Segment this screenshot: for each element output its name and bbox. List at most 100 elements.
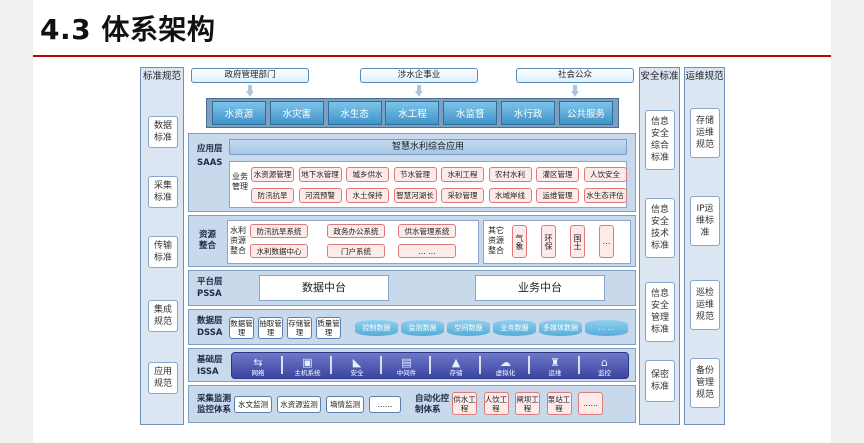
layer-label: 基础层 [197,355,223,365]
auto-control-item: …… [578,392,603,415]
data-center-box: 数据中台 [259,275,389,301]
ops-header: 运维规范 [685,71,724,82]
middleware-icon: ▤ [401,356,412,369]
app-module: 节水管理 [393,167,437,182]
app-module: 水土保持 [346,188,389,203]
app-module: 城乡供水 [346,167,389,182]
domain-item: 水资源 [211,101,266,125]
separator [429,356,431,374]
standards-header: 标准规范 [142,71,181,82]
security-icon: ◣ [352,356,362,369]
standards-column: 标准规范 数据标准 采集标准 传输标准 集成规范 应用规范 [140,67,184,425]
infra-label: 监控 [598,369,611,377]
layer-label: PSSA [197,289,222,299]
app-module: 河流预警 [298,188,342,203]
app-module: 农村水利 [488,167,532,182]
app-module: 水生态评估 [583,188,627,203]
page-title: 4.3 体系架构 [40,13,216,46]
security-item: 信息安全综合标准 [645,110,675,170]
platform-layer: 平台层 PSSA 数据中台 业务中台 [188,270,636,306]
standard-item: 传输标准 [148,236,178,268]
app-module: 智慧河湖长 [393,188,437,203]
ops-icon: ♜ [550,356,560,369]
org-enterprise: 涉水企事业 [360,68,478,83]
ops-item: 巡检运维规范 [690,280,720,330]
infra-label: 中间件 [396,369,417,377]
layer-label: 平台层 [197,277,223,287]
standard-item: 应用规范 [148,362,178,394]
auto-control-item: 泵站工程 [546,392,572,415]
monitor-item: 水文监测 [234,396,272,413]
infra-label: 存储 [449,369,463,377]
resource-system: … … [398,244,456,258]
other-resource-item: 国土 [570,225,585,258]
domain-item: 水工程 [385,101,440,125]
ops-column: 运维规范 存储运维规范 IP运维标准 巡检运维规范 备份管理规范 [684,67,725,425]
security-item: 信息安全管理标准 [645,282,675,342]
arrow-down-icon [415,85,423,97]
separator [528,356,530,374]
infra-item: ▣主机系统 [282,353,334,378]
database-cylinder: 多媒体数据 [539,320,582,336]
org-public: 社会公众 [516,68,634,83]
security-header: 安全标准 [640,71,679,82]
other-resource-item: 环保 [541,225,556,258]
monitor-item: 水资源监测 [277,396,321,413]
data-mgmt-item: 质量管理 [316,317,341,339]
org-government: 政府管理部门 [191,68,309,83]
security-item: 信息安全技术标准 [645,198,675,258]
infra-item: ▤中间件 [381,353,433,378]
app-module: 水域岸线 [488,188,532,203]
layer-label: ISSA [197,367,219,377]
layer-label: 采集监测监控体系 [197,394,232,415]
domain-row: 水资源 水灾害 水生态 水工程 水监督 水行政 公共服务 [206,98,619,128]
infra-item: ⇆网络 [232,353,284,378]
resource-system: 防汛抗旱系统 [250,224,308,238]
domain-item: 水监督 [443,101,498,125]
domain-item: 水灾害 [269,101,324,125]
app-module: 采砂管理 [441,188,484,203]
resource-layer: 资源整合 水利资源整合 其它资源整合 [188,215,636,267]
resource-system: 水利数据中心 [250,244,308,258]
infra-item: ◣安全 [331,353,383,378]
database-cylinder: 业务数据 [493,320,536,336]
auto-control-item: 供水工程 [452,392,477,415]
domain-item: 水生态 [327,101,382,125]
biz-label: 业务管理 [232,172,248,191]
base-layer: 基础层 ISSA ⇆网络▣主机系统◣安全▤中间件▲存储☁虚拟化♜运维⌂监控 [188,348,636,382]
data-mgmt-item: 抽取管理 [258,317,283,339]
storage-icon: ▲ [451,356,461,369]
network-icon: ⇆ [253,356,263,369]
standard-item: 数据标准 [148,116,178,148]
server-icon: ▣ [302,356,313,369]
separator [577,356,580,374]
database-cylinder: 控制数据 [355,320,398,336]
ops-item: 备份管理规范 [690,358,720,408]
app-module: 运维管理 [536,188,579,203]
data-mgmt-item: 存储管理 [287,317,312,339]
separator [478,356,481,374]
auto-control-item: 人饮工程 [483,392,509,415]
ops-item: IP运维标准 [690,196,720,246]
layer-label: 自动化控制体系 [415,394,450,415]
infra-item: ▲存储 [430,353,482,378]
other-resource-label: 其它资源整合 [488,226,504,255]
layer-label: 应用层 [197,144,223,154]
title-divider [33,55,831,57]
database-cylinder: 空间数据 [447,320,490,336]
auto-control-item: 闸坝工程 [515,392,540,415]
infra-item: ♜运维 [529,353,581,378]
app-module: 水利工程 [441,167,484,182]
domain-item: 公共服务 [558,101,613,125]
database-cylinder: 监测数据 [401,320,444,336]
data-mgmt-item: 数据管理 [229,317,254,339]
resource-system: 供水管理系统 [398,224,456,238]
app-module: 灌区管理 [536,167,579,182]
infrastructure-bar: ⇆网络▣主机系统◣安全▤中间件▲存储☁虚拟化♜运维⌂监控 [231,352,629,379]
security-item: 保密标准 [645,360,675,402]
database-cylinder: … … [585,320,628,336]
app-module: 人饮安全 [583,167,627,182]
app-module: 防汛抗旱 [251,188,294,203]
layer-label: DSSA [197,328,223,338]
resource-system: 门户系统 [327,244,385,258]
